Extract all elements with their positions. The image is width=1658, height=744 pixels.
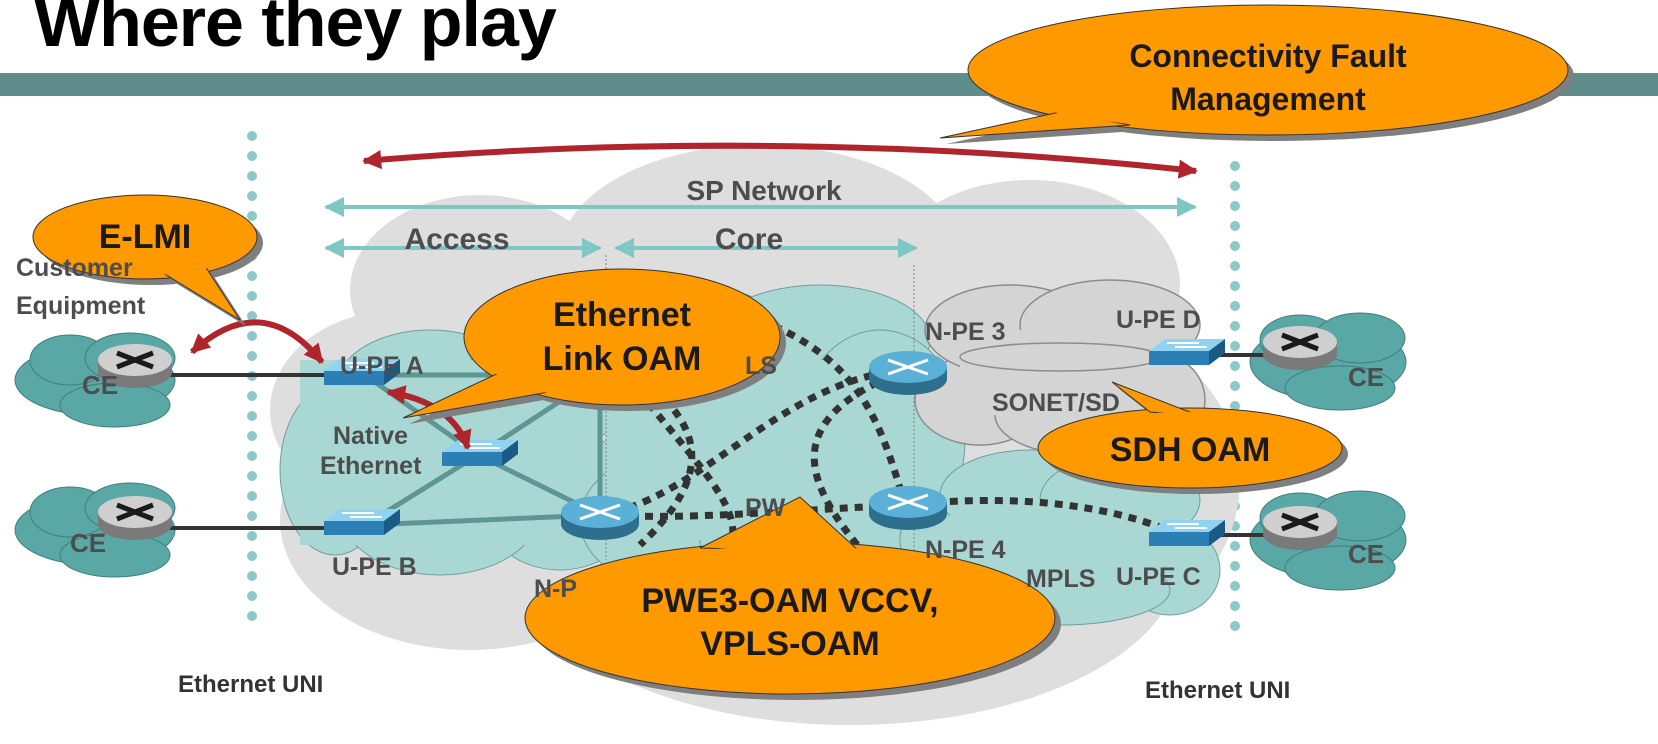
callout-elmi-text: E-LMI (99, 218, 192, 256)
core-label: Core (715, 223, 783, 256)
callout-link-oam-line1: Ethernet (553, 296, 691, 334)
router-npe-4 (867, 484, 949, 532)
callout-cfm (939, 4, 1574, 144)
callout-cfm-line1: Connectivity Fault (1129, 38, 1407, 74)
callout-pwe3 (524, 496, 1061, 700)
native-label: Native (333, 422, 408, 450)
slide-title: Where they play (34, 0, 557, 61)
mpls-bottom-label: MPLS (1026, 565, 1095, 593)
mpls-top-label: LS (745, 352, 777, 380)
elmi-arrow (189, 319, 325, 364)
ce-label-top-right: CE (1348, 362, 1384, 392)
ethernet-label: Ethernet (320, 452, 422, 480)
callout-link-oam (402, 268, 786, 424)
router-npe-3 (867, 349, 949, 397)
upe-c-label: U-PE C (1116, 563, 1201, 591)
upe-d-label: U-PE D (1116, 306, 1201, 334)
callout-pwe3-line1: PWE3-OAM VCCV, (641, 582, 938, 620)
switch-native (441, 439, 519, 467)
npe-3-label: N-PE 3 (925, 318, 1006, 346)
uni-boundary-right (1230, 161, 1240, 631)
switch-upe-d (1148, 338, 1226, 366)
npe-partial-label: N-P (534, 575, 577, 603)
customer-label: Customer (16, 254, 133, 282)
callout-pwe3-line2: VPLS-OAM (700, 625, 879, 663)
pw-label: PW (745, 494, 786, 522)
ce-router-bottom-right (1263, 506, 1337, 550)
upe-a-label: U-PE A (340, 352, 424, 380)
upe-b-label: U-PE B (332, 553, 417, 581)
npe-4-label: N-PE 4 (925, 536, 1006, 564)
sp-network-label: SP Network (686, 175, 842, 206)
cfm-span-arrow (362, 142, 1198, 179)
access-label: Access (404, 223, 509, 256)
equipment-label: Equipment (16, 292, 146, 320)
ce-label-bottom-right: CE (1348, 539, 1384, 569)
callout-sdh-oam (1037, 381, 1348, 494)
ce-label-top-left: CE (82, 370, 118, 400)
sonet-sdh-label: SONET/SD (992, 389, 1120, 417)
switch-upe-c (1148, 519, 1226, 547)
switch-upe-b (323, 508, 401, 536)
uni-right-label: Ethernet UNI (1145, 677, 1290, 704)
callout-sdh-oam-text: SDH OAM (1110, 431, 1271, 469)
ce-label-bottom-left: CE (70, 528, 106, 558)
ce-router-top-right (1263, 326, 1337, 370)
callout-cfm-line2: Management (1170, 81, 1366, 117)
router-npe-left (559, 494, 641, 542)
callout-elmi (32, 194, 263, 326)
ce-router-bottom-left (98, 496, 172, 540)
callout-link-oam-line2: Link OAM (543, 340, 702, 378)
uni-left-label: Ethernet UNI (178, 671, 323, 698)
